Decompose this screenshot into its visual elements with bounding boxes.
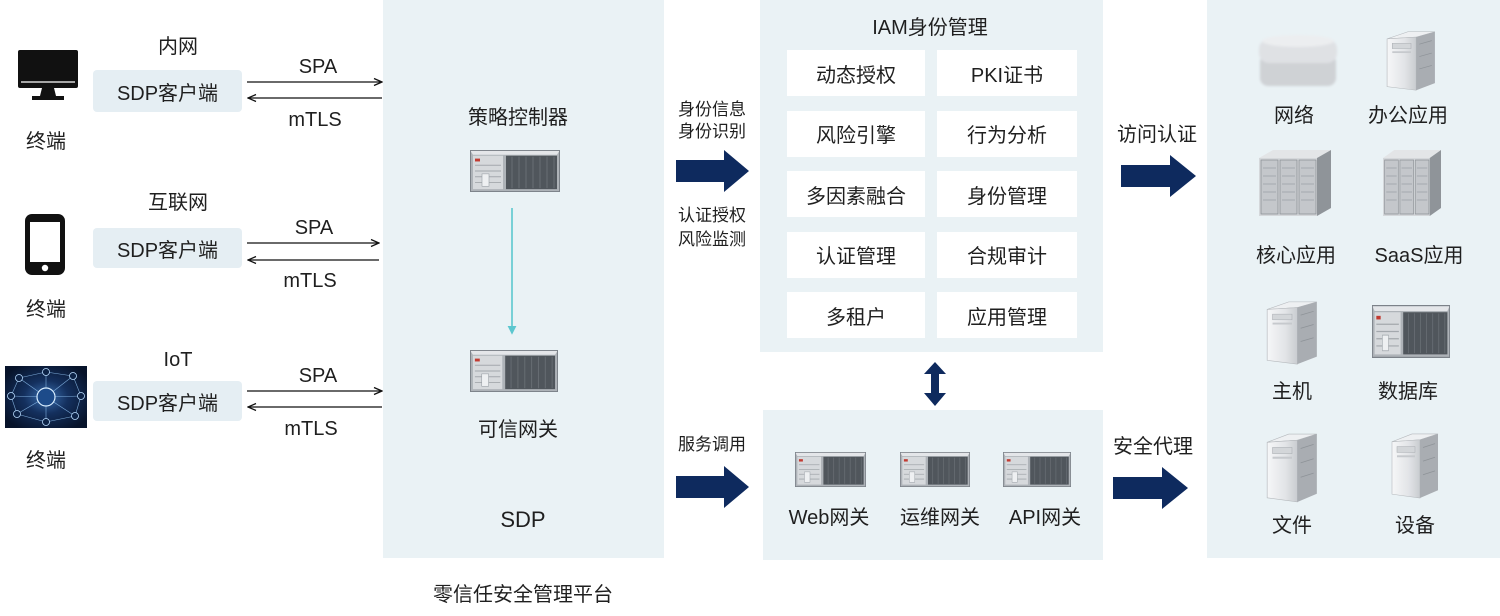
- platform-caption: 零信任安全管理平台: [433, 584, 613, 606]
- sdp-client-box: SDP客户端: [93, 381, 242, 421]
- resource-label: 网络: [1274, 105, 1314, 127]
- flow-label-service-call: 服务调用: [678, 435, 746, 454]
- tower-server-icon: [1391, 433, 1439, 499]
- iot-icon: [5, 366, 87, 428]
- iam-module: 动态授权: [787, 50, 925, 96]
- phone-icon: [25, 214, 65, 275]
- flow-label-security-proxy: 安全代理: [1113, 436, 1193, 458]
- tower-server-icon: [1266, 433, 1318, 503]
- sdp-panel: [383, 0, 664, 558]
- security-proxy-arrow: [1113, 467, 1188, 509]
- iam-module-grid: 动态授权 PKI证书 风险引擎 行为分析 多因素融合 身份管理 认证管理 合规审…: [787, 50, 1077, 338]
- service-call-arrow: [676, 466, 749, 508]
- policy-controller-server-icon: [470, 150, 560, 192]
- resource-label: 数据库: [1378, 381, 1438, 403]
- spa-label: SPA: [298, 56, 338, 78]
- spa-label: SPA: [298, 365, 338, 387]
- rack-icon: [1383, 150, 1441, 216]
- resource-label: SaaS应用: [1374, 245, 1464, 267]
- tower-server-icon: [1266, 301, 1318, 365]
- resource-label: 主机: [1272, 381, 1312, 403]
- web-gateway-server-icon: [795, 452, 866, 487]
- identity-flow-arrow: [676, 150, 749, 192]
- database-server-icon: [1372, 305, 1450, 358]
- access-auth-arrow: [1121, 155, 1196, 197]
- resource-label: 核心应用: [1256, 245, 1336, 267]
- network-icon: [1256, 30, 1340, 90]
- iam-module: 合规审计: [937, 231, 1077, 278]
- flow-label-access-auth: 访问认证: [1117, 124, 1197, 146]
- iam-module: 多租户: [787, 292, 925, 338]
- network-label-internet: 互联网: [148, 192, 208, 214]
- terminal-label: 终端: [26, 450, 66, 472]
- iam-title: IAM身份管理: [872, 17, 988, 39]
- resource-label: 文件: [1272, 515, 1312, 537]
- iam-module: 应用管理: [937, 292, 1077, 338]
- sdp-client-box: SDP客户端: [93, 70, 242, 112]
- flow-label-auth: 认证授权: [678, 206, 746, 225]
- resource-panel: [1207, 0, 1500, 558]
- mtls-label: mTLS: [283, 270, 337, 292]
- network-label-intranet: 内网: [158, 36, 198, 58]
- flow-label-risk-monitoring: 风险监测: [678, 230, 746, 249]
- terminal-label: 终端: [26, 131, 66, 153]
- flow-label-identity-info: 身份信息: [678, 100, 746, 119]
- iam-gateway-double-arrow: [924, 362, 946, 406]
- sdp-title: SDP: [500, 507, 546, 532]
- api-gateway-server-icon: [1003, 452, 1071, 487]
- ops-gateway-server-icon: [900, 452, 970, 487]
- spa-label: SPA: [294, 217, 334, 239]
- network-label-iot: IoT: [163, 349, 193, 371]
- iam-module: PKI证书: [937, 50, 1077, 96]
- gateway-label: API网关: [1008, 507, 1082, 529]
- gateway-label: Web网关: [788, 507, 870, 529]
- iam-module: 行为分析: [937, 110, 1077, 157]
- sdp-client-box: SDP客户端: [93, 228, 242, 268]
- trusted-gateway-server-icon: [470, 350, 558, 392]
- gateway-label: 运维网关: [900, 507, 980, 529]
- resource-label: 办公应用: [1368, 105, 1448, 127]
- resource-label: 设备: [1395, 515, 1435, 537]
- tower-server-icon: [1386, 31, 1436, 91]
- terminal-label: 终端: [26, 299, 66, 321]
- iam-module: 风险引擎: [787, 110, 925, 157]
- iam-module: 认证管理: [787, 231, 925, 278]
- rack-icon: [1259, 150, 1331, 216]
- mtls-label: mTLS: [284, 418, 338, 440]
- mtls-label: mTLS: [288, 109, 342, 131]
- iam-module: 多因素融合: [787, 171, 925, 217]
- policy-controller-label: 策略控制器: [468, 107, 568, 129]
- trusted-gateway-label: 可信网关: [478, 419, 558, 441]
- iam-module: 身份管理: [937, 171, 1077, 217]
- monitor-icon: [18, 50, 78, 100]
- flow-label-identity-recognition: 身份识别: [678, 122, 746, 141]
